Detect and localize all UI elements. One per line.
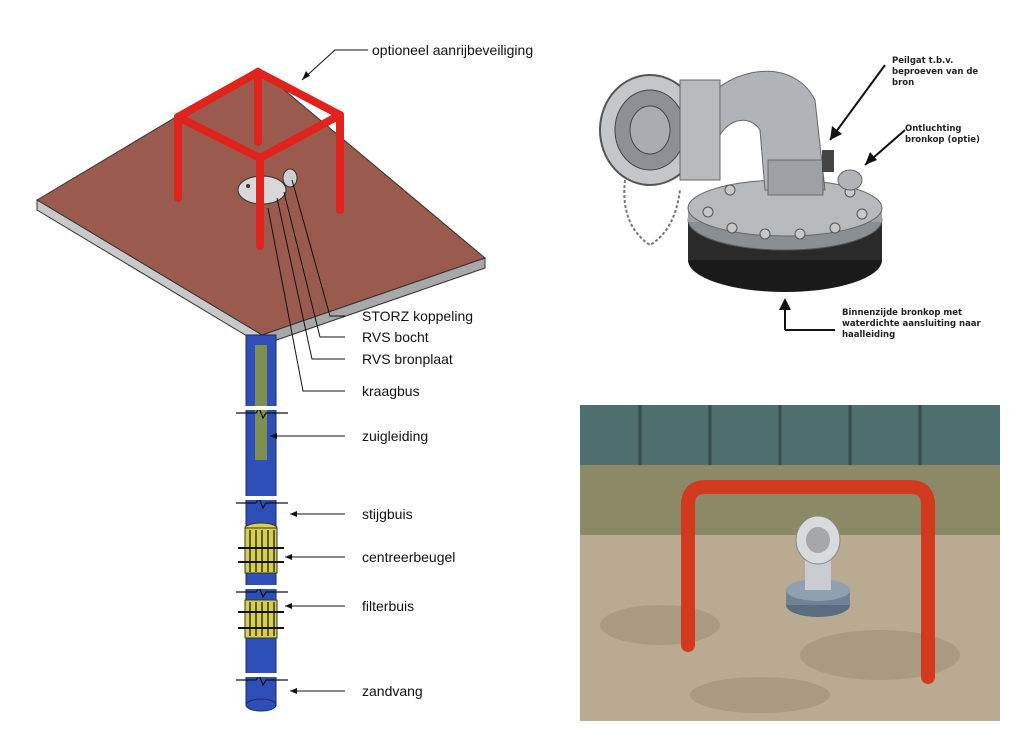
label-suction: zuigleiding xyxy=(362,428,429,444)
label-storz: STORZ koppeling xyxy=(362,308,474,324)
filter-tube xyxy=(238,599,284,639)
site-photo xyxy=(580,405,1000,721)
note-vent: Ontluchting bronkop (optie) xyxy=(905,124,980,145)
well-diagram xyxy=(36,49,486,712)
note-dip-hole: Peilgat t.b.v. beproeven van de bron xyxy=(892,56,979,88)
label-collar: kraagbus xyxy=(362,383,420,399)
suction-pipe xyxy=(255,345,267,460)
pipe-bottom xyxy=(245,698,277,712)
break-marks xyxy=(236,406,288,687)
label-sandtrap: zandvang xyxy=(362,683,423,699)
label-riser: stijgbuis xyxy=(362,506,413,522)
wellhead-photo xyxy=(599,64,906,331)
label-bend: RVS bocht xyxy=(362,329,429,345)
label-plate: RVS bronplaat xyxy=(362,351,453,367)
leader-lines xyxy=(267,49,368,692)
label-centering: centreerbeugel xyxy=(362,549,456,565)
storz-coupling xyxy=(282,168,298,188)
note-inside: Binnenzijde bronkop met waterdichte aans… xyxy=(842,308,981,340)
centering-bracket xyxy=(238,522,284,574)
label-guard: optioneel aanrijbeveiliging xyxy=(372,42,534,58)
label-filter: filterbuis xyxy=(362,598,415,614)
impact-guard xyxy=(174,68,344,250)
